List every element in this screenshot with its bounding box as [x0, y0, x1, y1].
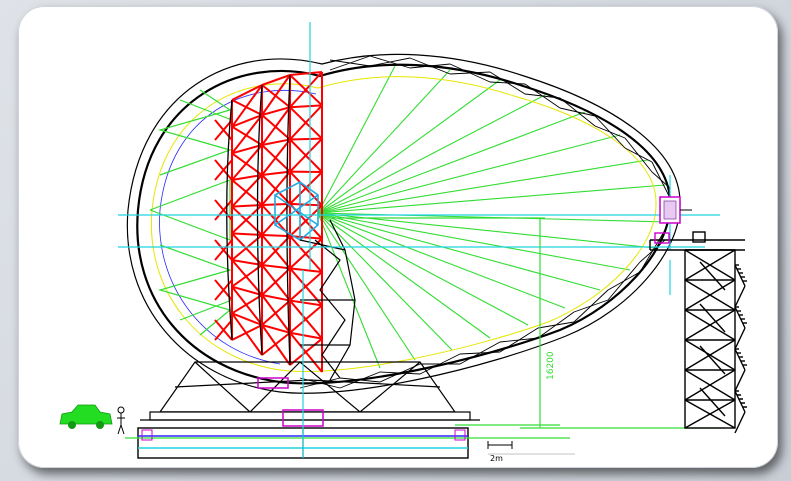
telescope-cad-drawing: 16200 2m: [59, 22, 747, 463]
truss-columns: [226, 74, 291, 366]
feed-support-struts: [317, 65, 669, 369]
foundation-track: [125, 427, 570, 459]
reflector-backing-truss: [214, 71, 323, 373]
left-green-backup: [149, 89, 233, 336]
axis-lines: [118, 22, 720, 458]
height-dimension-label: 16200: [546, 351, 556, 380]
person-silhouette: [117, 406, 125, 435]
scale-bar: [487, 441, 513, 449]
rim-truss: [299, 55, 671, 389]
alidade-base: [140, 361, 480, 421]
drawing-panel: 16200 2m: [18, 6, 778, 468]
vertex-cage: [274, 181, 319, 241]
scale-bar-label: 2m: [490, 454, 503, 463]
feed-cabin: [659, 196, 692, 224]
car-silhouette: [59, 404, 113, 429]
service-tower: [649, 231, 747, 434]
elevation-cradle: [299, 219, 356, 381]
